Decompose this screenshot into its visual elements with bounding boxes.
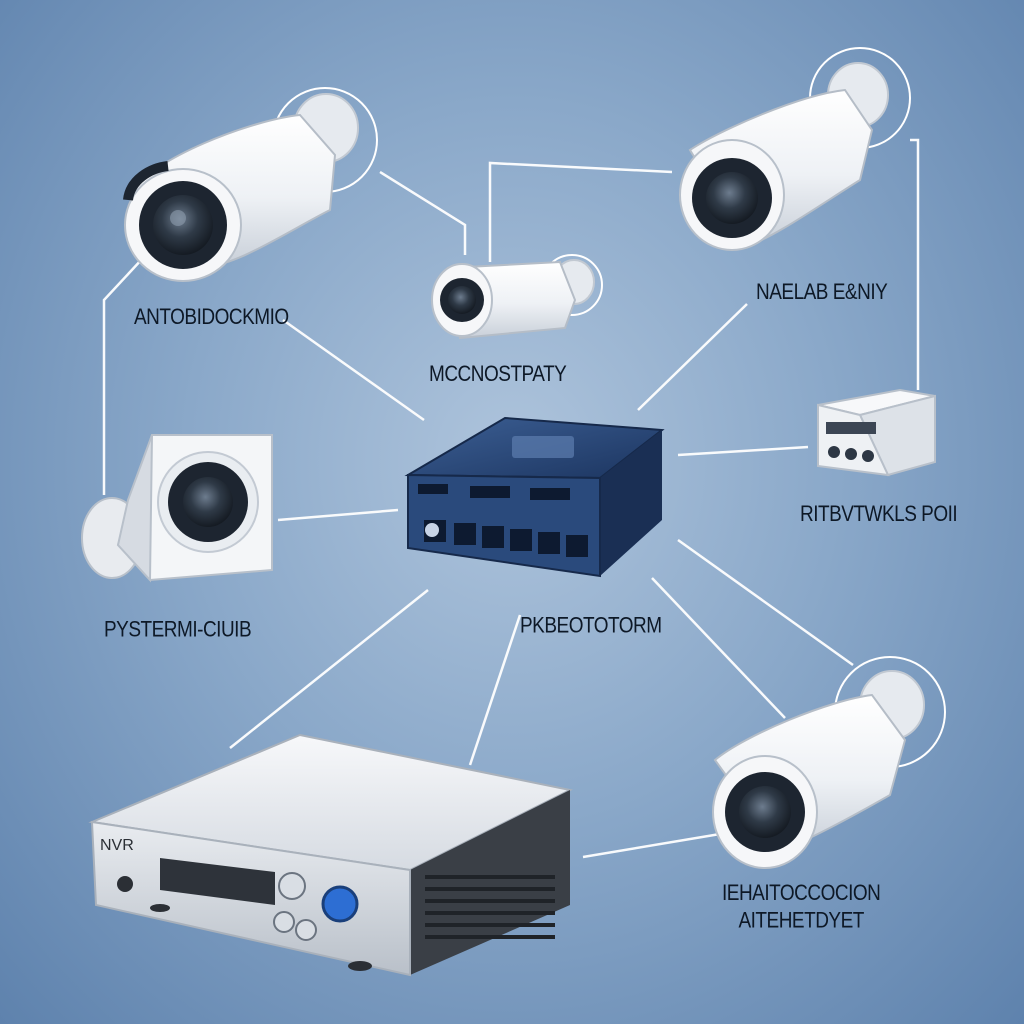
- label-camera-bottom-right-line2: AITEHETDYET: [738, 909, 864, 934]
- camera-dome-left-icon: [81, 434, 273, 583]
- connector-line: [277, 508, 399, 522]
- connector-lines: [102, 138, 920, 859]
- label-camera-top-left: ANTOBIDOCKMIO: [134, 305, 289, 330]
- label-device-right: RITBVTWKLS POII: [800, 502, 958, 527]
- connector-line: [282, 318, 425, 422]
- label-camera-top-right: NAELAB E&NIY: [756, 280, 888, 305]
- label-camera-bottom-right: IEHAITOCCOCION AITEHETDYET: [722, 880, 881, 935]
- nvr-badge-text: NVR: [100, 837, 134, 854]
- camera-top-right-icon: [679, 47, 911, 251]
- label-camera-top-center: MCCNOSTPATY: [429, 362, 567, 387]
- connector-line: [379, 170, 467, 255]
- connector-line: [468, 614, 522, 766]
- network-hub-icon: [404, 416, 665, 578]
- network-device-right-icon: [817, 388, 936, 477]
- label-camera-dome-left: PYSTERMI-CIUIB: [104, 618, 252, 643]
- camera-top-left-icon: [123, 87, 378, 282]
- connector-line: [677, 445, 809, 457]
- connector-line: [677, 538, 854, 667]
- connector-line: [582, 830, 733, 859]
- connector-line: [651, 577, 786, 719]
- connector-line: [488, 161, 673, 262]
- connector-line: [229, 589, 429, 749]
- camera-bottom-right-icon: [712, 656, 946, 869]
- label-camera-bottom-right-line1: IEHAITOCCOCION: [722, 881, 881, 906]
- nvr-recorder-icon: NVR: [88, 733, 574, 977]
- connector-line: [910, 138, 920, 390]
- connector-line: [637, 303, 748, 411]
- camera-top-center-icon: [431, 254, 603, 340]
- label-hub: PKBEOTOTORM: [520, 614, 662, 639]
- connector-line: [102, 257, 144, 495]
